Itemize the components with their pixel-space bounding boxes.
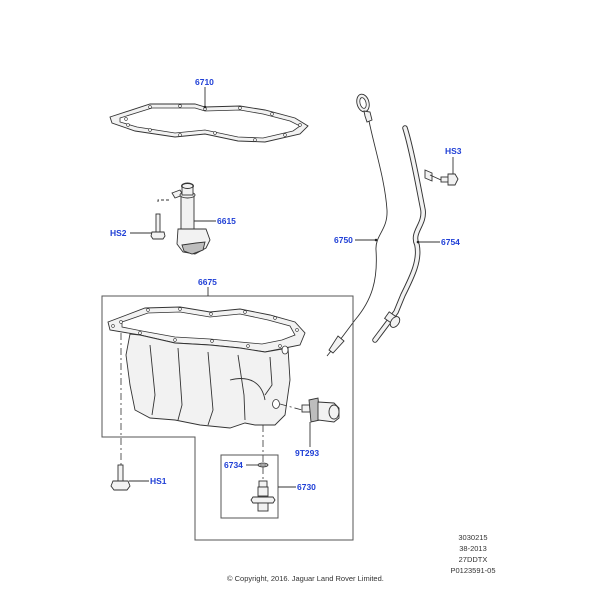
drain-plug-6730[interactable]	[250, 480, 276, 512]
label-6615[interactable]: 6615	[217, 216, 236, 226]
label-6734[interactable]: 6734	[224, 460, 243, 470]
oil-level-sensor-9T293[interactable]	[301, 397, 340, 423]
label-6730[interactable]: 6730	[297, 482, 316, 492]
dipstick-tube-6754[interactable]	[372, 125, 433, 343]
oil-filler-tube-6615[interactable]	[171, 182, 211, 255]
leader-dot	[416, 240, 420, 244]
reference-line: 27DDTX	[458, 555, 488, 564]
leader-dot	[374, 238, 378, 242]
group-outline-6675	[101, 295, 354, 541]
group-outline-6730	[220, 454, 279, 519]
leader-dot	[203, 105, 207, 109]
bolt-hs1[interactable]	[110, 464, 131, 491]
label-6675[interactable]: 6675	[198, 277, 217, 287]
oil-pan-6675[interactable]	[107, 306, 306, 429]
label-6750[interactable]: 6750	[334, 235, 353, 245]
reference-line: 3030215	[458, 533, 488, 542]
gasket-6710[interactable]	[109, 103, 309, 143]
copyright-notice: © Copyright, 2016. Jaguar Land Rover Lim…	[227, 574, 384, 583]
label-hs1[interactable]: HS1	[150, 476, 167, 486]
label-9T293[interactable]: 9T293	[295, 448, 319, 458]
assembly-line	[279, 403, 303, 411]
drain-plug-washer-6734[interactable]	[257, 462, 269, 468]
drawing-reference-block: 3030215 38-2013 27DDTX P0123591-05	[428, 532, 518, 576]
label-hs3[interactable]: HS3	[445, 146, 462, 156]
label-6710[interactable]: 6710	[195, 77, 214, 87]
label-hs2[interactable]: HS2	[110, 228, 127, 238]
reference-line: P0123591-05	[450, 566, 496, 575]
bolt-hs3[interactable]	[429, 173, 459, 186]
reference-line: 38-2013	[459, 544, 487, 553]
label-6754[interactable]: 6754	[441, 237, 460, 247]
bolt-hs2[interactable]	[150, 213, 166, 240]
assembly-line	[157, 199, 170, 202]
dipstick-6750[interactable]	[326, 93, 388, 357]
